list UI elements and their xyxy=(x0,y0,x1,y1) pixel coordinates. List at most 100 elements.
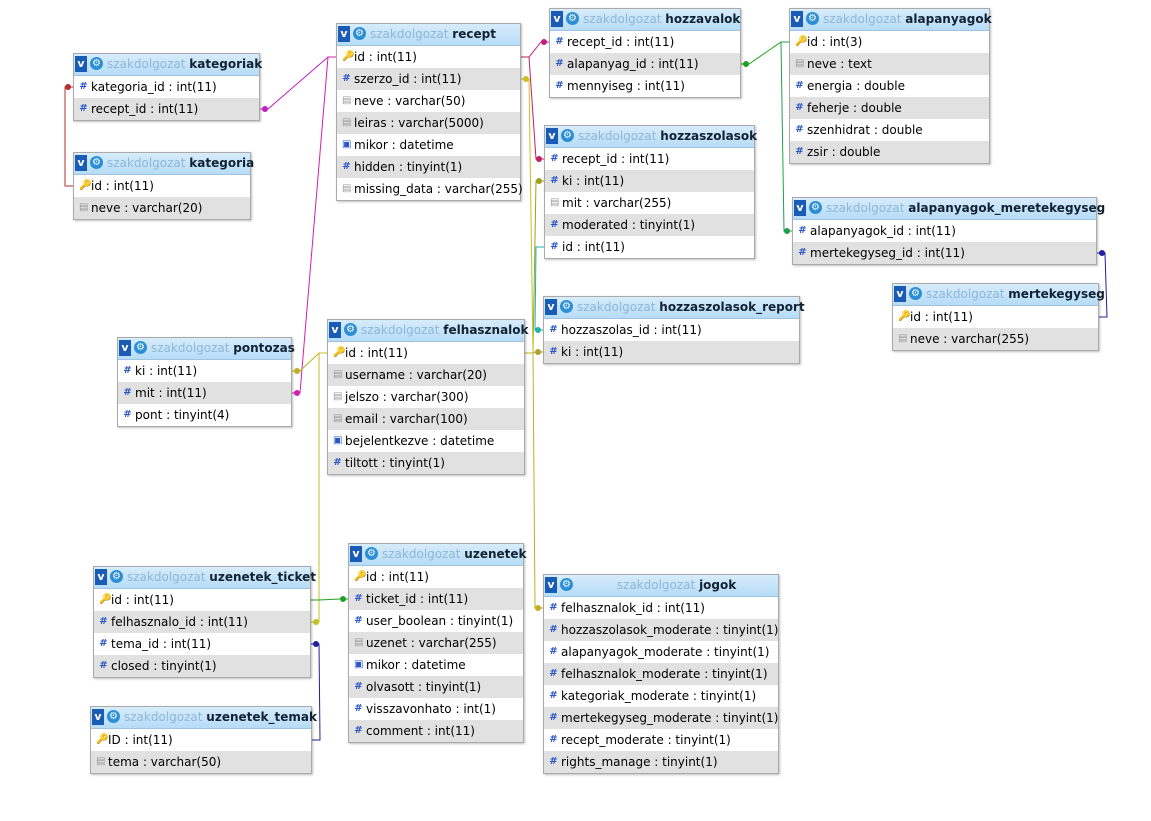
toggle-columns-icon[interactable]: v xyxy=(545,299,557,315)
column-row[interactable]: #ki : int(11) xyxy=(118,360,291,382)
column-row[interactable]: ▤neve : varchar(255) xyxy=(893,328,1098,350)
table-felhasznalok[interactable]: v⚙szakdolgozat felhasznalok🔑id : int(11)… xyxy=(327,319,529,475)
column-row[interactable]: ▤leiras : varchar(5000) xyxy=(337,112,520,134)
toggle-columns-icon[interactable]: v xyxy=(119,340,131,356)
toggle-columns-icon[interactable]: v xyxy=(546,128,558,144)
column-row[interactable]: #hidden : tinyint(1) xyxy=(337,156,520,178)
table-settings-icon[interactable]: ⚙ xyxy=(353,27,366,40)
table-header[interactable]: v⚙szakdolgozat uzenetek xyxy=(349,544,527,566)
column-row[interactable]: #mertekegyseg_id : int(11) xyxy=(793,242,1096,264)
table-header[interactable]: v⚙szakdolgozat alapanyagok xyxy=(790,9,992,31)
toggle-columns-icon[interactable]: v xyxy=(794,200,806,216)
column-row[interactable]: ▤missing_data : varchar(255) xyxy=(337,178,523,200)
table-hozzaszolasok-report[interactable]: v⚙szakdolgozat hozzaszolasok_report#hozz… xyxy=(543,296,805,364)
table-alapanyagok[interactable]: v⚙szakdolgozat alapanyagok🔑id : int(3)▤n… xyxy=(789,8,992,164)
column-row[interactable]: #visszavonhato : int(1) xyxy=(349,698,523,720)
table-header[interactable]: v⚙szakdolgozat hozzaszolasok xyxy=(545,126,757,148)
table-header[interactable]: v⚙szakdolgozat mertekegyseg xyxy=(893,284,1105,306)
column-row[interactable]: #ki : int(11) xyxy=(545,170,754,192)
toggle-columns-icon[interactable]: v xyxy=(75,155,87,171)
table-header[interactable]: v⚙szakdolgozat uzenetek_temak xyxy=(91,707,317,729)
column-row[interactable]: #closed : tinyint(1) xyxy=(94,655,310,677)
table-header[interactable]: v⚙szakdolgozat recept xyxy=(337,24,520,46)
column-row[interactable]: ▤uzenet : varchar(255) xyxy=(349,632,523,654)
column-row[interactable]: #felhasznalok_id : int(11) xyxy=(544,597,778,619)
toggle-columns-icon[interactable]: v xyxy=(95,569,107,585)
table-header[interactable]: v⚙szakdolgozat kategoria xyxy=(74,153,254,175)
table-settings-icon[interactable]: ⚙ xyxy=(90,156,103,169)
toggle-columns-icon[interactable]: v xyxy=(894,286,906,302)
table-header[interactable]: v⚙szakdolgozat jogok xyxy=(544,575,778,597)
toggle-columns-icon[interactable]: v xyxy=(545,577,557,593)
table-header[interactable]: v⚙szakdolgozat hozzaszolasok_report xyxy=(544,297,805,319)
table-settings-icon[interactable]: ⚙ xyxy=(909,287,922,300)
column-row[interactable]: ▣mikor : datetime xyxy=(349,654,523,676)
column-row[interactable]: #mertekegyseg_moderate : tinyint(1) xyxy=(544,707,778,729)
table-settings-icon[interactable]: ⚙ xyxy=(90,57,103,70)
toggle-columns-icon[interactable]: v xyxy=(75,56,87,72)
table-settings-icon[interactable]: ⚙ xyxy=(560,578,573,591)
column-row[interactable]: #felhasznalok_moderate : tinyint(1) xyxy=(544,663,778,685)
table-settings-icon[interactable]: ⚙ xyxy=(566,12,579,25)
column-row[interactable]: #id : int(11) xyxy=(545,236,754,258)
column-row[interactable]: 🔑id : int(3) xyxy=(790,31,989,53)
table-settings-icon[interactable]: ⚙ xyxy=(809,201,822,214)
table-jogok[interactable]: v⚙szakdolgozat jogok#felhasznalok_id : i… xyxy=(543,574,779,774)
table-settings-icon[interactable]: ⚙ xyxy=(806,12,819,25)
toggle-columns-icon[interactable]: v xyxy=(92,709,104,725)
column-row[interactable]: ▤email : varchar(100) xyxy=(328,408,524,430)
column-row[interactable]: #olvasott : tinyint(1) xyxy=(349,676,523,698)
table-header[interactable]: v⚙szakdolgozat hozzavalok xyxy=(550,9,740,31)
column-row[interactable]: ▣bejelentkezve : datetime xyxy=(328,430,524,452)
column-row[interactable]: #alapanyagok_moderate : tinyint(1) xyxy=(544,641,778,663)
column-row[interactable]: 🔑id : int(11) xyxy=(328,342,524,364)
column-row[interactable]: #kategoriak_moderate : tinyint(1) xyxy=(544,685,778,707)
column-row[interactable]: #mennyiseg : int(11) xyxy=(550,75,740,97)
table-alapanyagok-meretekegyseg[interactable]: v⚙szakdolgozat alapanyagok_meretekegyseg… xyxy=(792,197,1105,265)
column-row[interactable]: #rights_manage : tinyint(1) xyxy=(544,751,778,773)
column-row[interactable]: #recept_id : int(11) xyxy=(545,148,754,170)
column-row[interactable]: #alapanyag_id : int(11) xyxy=(550,53,740,75)
column-row[interactable]: #tiltott : tinyint(1) xyxy=(328,452,524,474)
column-row[interactable]: #hozzaszolasok_moderate : tinyint(1) xyxy=(544,619,779,641)
column-row[interactable]: ▤mit : varchar(255) xyxy=(545,192,754,214)
column-row[interactable]: 🔑id : int(11) xyxy=(337,46,520,68)
column-row[interactable]: #comment : int(11) xyxy=(349,720,523,742)
table-settings-icon[interactable]: ⚙ xyxy=(344,323,357,336)
table-header[interactable]: v⚙szakdolgozat alapanyagok_meretekegyseg xyxy=(793,198,1105,220)
toggle-columns-icon[interactable]: v xyxy=(350,546,362,562)
column-row[interactable]: ▤neve : text xyxy=(790,53,989,75)
table-settings-icon[interactable]: ⚙ xyxy=(561,129,574,142)
column-row[interactable]: #hozzaszolas_id : int(11) xyxy=(544,319,799,341)
toggle-columns-icon[interactable]: v xyxy=(791,11,803,27)
column-row[interactable]: #recept_id : int(11) xyxy=(550,31,740,53)
column-row[interactable]: ▤username : varchar(20) xyxy=(328,364,524,386)
column-row[interactable]: ▤neve : varchar(50) xyxy=(337,90,520,112)
table-header[interactable]: v⚙szakdolgozat uzenetek_ticket xyxy=(94,567,316,589)
column-row[interactable]: #szerzo_id : int(11) xyxy=(337,68,520,90)
column-row[interactable]: #ki : int(11) xyxy=(544,341,799,363)
table-mertekegyseg[interactable]: v⚙szakdolgozat mertekegyseg🔑id : int(11)… xyxy=(892,283,1105,351)
column-row[interactable]: ▤tema : varchar(50) xyxy=(91,751,311,773)
toggle-columns-icon[interactable]: v xyxy=(338,26,350,42)
table-pontozas[interactable]: v⚙szakdolgozat pontozas#ki : int(11)#mit… xyxy=(117,337,295,427)
table-header[interactable]: v⚙szakdolgozat felhasznalok xyxy=(328,320,529,342)
table-uzenetek-ticket[interactable]: v⚙szakdolgozat uzenetek_ticket🔑id : int(… xyxy=(93,566,316,678)
table-settings-icon[interactable]: ⚙ xyxy=(134,341,147,354)
table-uzenetek[interactable]: v⚙szakdolgozat uzenetek🔑id : int(11)#tic… xyxy=(348,543,527,743)
column-row[interactable]: 🔑id : int(11) xyxy=(349,566,523,588)
column-row[interactable]: 🔑id : int(11) xyxy=(94,589,310,611)
column-row[interactable]: #mit : int(11) xyxy=(118,382,291,404)
column-row[interactable]: 🔑id : int(11) xyxy=(74,175,250,197)
table-settings-icon[interactable]: ⚙ xyxy=(110,570,123,583)
column-row[interactable]: #recept_moderate : tinyint(1) xyxy=(544,729,778,751)
table-settings-icon[interactable]: ⚙ xyxy=(560,300,573,313)
table-settings-icon[interactable]: ⚙ xyxy=(107,710,120,723)
column-row[interactable]: ▤neve : varchar(20) xyxy=(74,197,250,219)
table-uzenetek-temak[interactable]: v⚙szakdolgozat uzenetek_temak🔑ID : int(1… xyxy=(90,706,317,774)
table-header[interactable]: v⚙szakdolgozat pontozas xyxy=(118,338,295,360)
toggle-columns-icon[interactable]: v xyxy=(329,322,341,338)
table-settings-icon[interactable]: ⚙ xyxy=(365,547,378,560)
column-row[interactable]: ▣mikor : datetime xyxy=(337,134,520,156)
table-recept[interactable]: v⚙szakdolgozat recept🔑id : int(11)#szerz… xyxy=(336,23,523,201)
